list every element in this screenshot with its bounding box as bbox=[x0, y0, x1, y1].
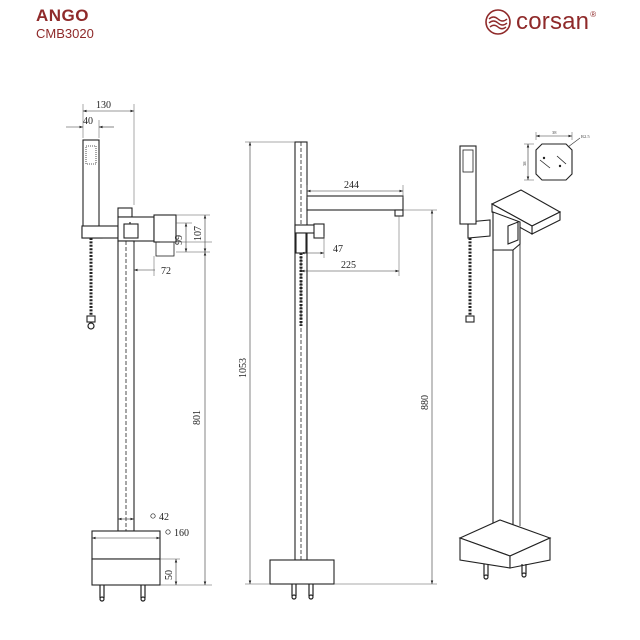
dim-107: 107 bbox=[193, 226, 204, 241]
product-code: CMB3020 bbox=[36, 26, 94, 41]
dim-40: 40 bbox=[83, 116, 93, 127]
floor-base bbox=[269, 559, 335, 585]
dim-880: 880 bbox=[420, 395, 431, 410]
dim-72: 72 bbox=[161, 266, 171, 277]
hand-shower-head bbox=[82, 139, 100, 229]
dim-1053: 1053 bbox=[238, 358, 249, 378]
column bbox=[492, 249, 514, 533]
section-detail: 38 38 R2.5 bbox=[522, 130, 590, 181]
detail-radius: R2.5 bbox=[581, 134, 590, 139]
dim-130: 130 bbox=[96, 100, 111, 111]
brand-logo: corsan ® bbox=[484, 6, 596, 38]
column-section bbox=[535, 143, 573, 181]
registered-mark: ® bbox=[590, 10, 597, 19]
brand-name: corsan bbox=[516, 8, 590, 35]
dim-801: 801 bbox=[192, 410, 203, 425]
dim-225: 225 bbox=[341, 260, 356, 271]
dim-47: 47 bbox=[333, 244, 343, 255]
dim-50: 50 bbox=[164, 570, 175, 580]
front-view: 244 47 225 1053 880 bbox=[238, 141, 437, 600]
corsan-wave-icon bbox=[485, 9, 511, 35]
dim-42: 42 bbox=[159, 512, 169, 523]
dim-244: 244 bbox=[344, 180, 359, 191]
spout bbox=[306, 195, 404, 211]
side-view: 130 40 107 99 72 801 42 160 50 bbox=[66, 100, 212, 602]
detail-width: 38 bbox=[552, 130, 557, 135]
floor-base bbox=[91, 530, 161, 560]
dim-160: 160 bbox=[174, 528, 189, 539]
detail-height: 38 bbox=[522, 161, 527, 166]
isometric-view bbox=[458, 145, 562, 580]
hand-shower-head bbox=[459, 145, 477, 225]
product-title: ANGO bbox=[36, 6, 89, 25]
dim-99: 99 bbox=[174, 235, 185, 245]
